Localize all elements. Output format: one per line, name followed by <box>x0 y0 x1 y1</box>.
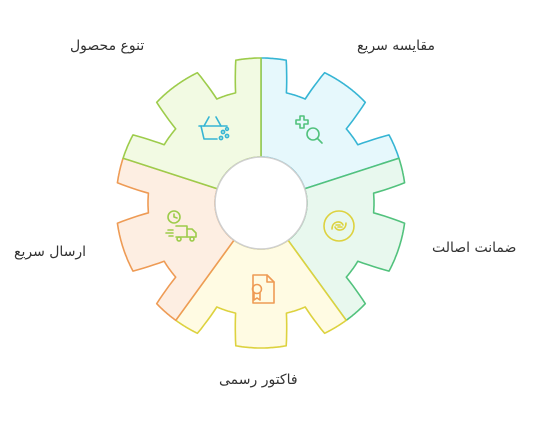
basket-icon <box>198 116 230 141</box>
label-quick-compare: مقایسه سریع <box>357 38 435 54</box>
invoice-certificate-icon <box>251 274 275 304</box>
label-fast-shipping: ارسال سریع <box>14 244 87 260</box>
delivery-truck-icon <box>165 210 197 242</box>
label-authenticity-guarantee: ضمانت اصالت <box>432 240 517 256</box>
compare-search-icon <box>295 115 323 144</box>
label-product-variety: تنوع محصول <box>70 38 145 54</box>
gear-center-hole <box>214 156 308 250</box>
authenticity-seal-icon <box>323 210 355 242</box>
label-official-invoice: فاکتور رسمی <box>219 372 298 388</box>
